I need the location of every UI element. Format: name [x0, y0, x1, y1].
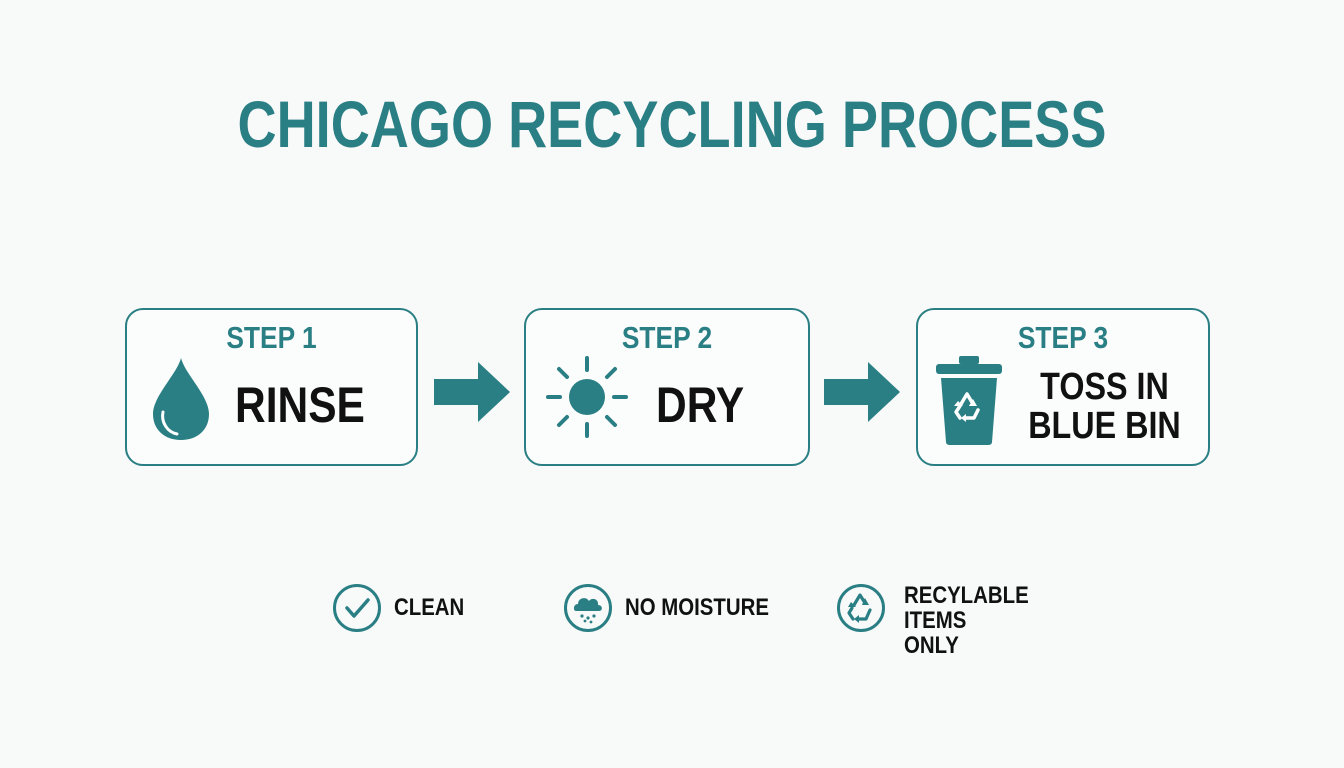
arrow-right-icon — [434, 362, 510, 422]
sun-icon — [546, 356, 628, 438]
arrow-right-icon — [824, 362, 900, 422]
recycling-bin-icon — [936, 356, 1002, 445]
legend-label: RECYLABLE ITEMS ONLY — [904, 582, 1029, 660]
recycle-icon — [837, 584, 885, 632]
water-drop-icon — [153, 358, 209, 440]
page-title: CHICAGO RECYCLING PROCESS — [237, 87, 1107, 161]
step-label: STEP 3 — [1017, 320, 1109, 355]
step-label: STEP 2 — [621, 320, 713, 355]
legend-label: NO MOISTURE — [625, 594, 769, 621]
step-card-1: STEP 1 RINSE — [125, 308, 418, 466]
step-card-2: STEP 2 DRY — [524, 308, 810, 466]
step-action: DRY — [656, 377, 745, 433]
legend-label: CLEAN — [394, 594, 465, 621]
step-card-3: STEP 3 TOSS IN BLUE BIN — [916, 308, 1210, 466]
rain-cloud-icon — [564, 584, 612, 632]
step-action: RINSE — [235, 377, 365, 433]
step-action: TOSS IN BLUE BIN — [1028, 366, 1181, 448]
checkmark-icon — [333, 584, 381, 632]
legend-label-text: RECYLABLE ITEMS ONLY — [904, 582, 1029, 660]
step-label: STEP 1 — [226, 320, 317, 355]
